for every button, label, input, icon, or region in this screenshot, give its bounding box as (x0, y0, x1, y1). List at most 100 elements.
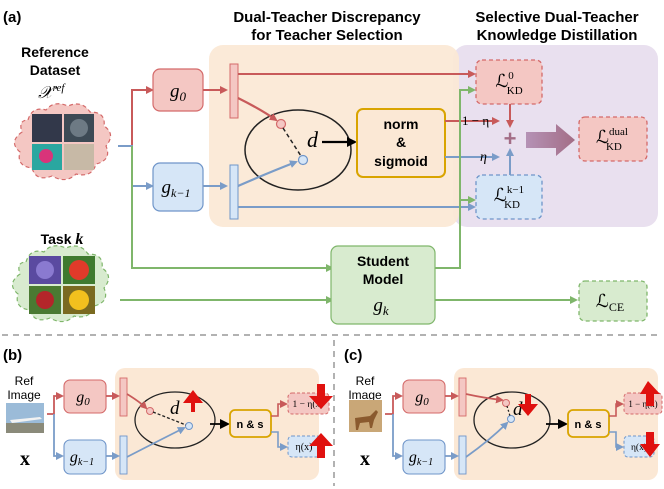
panel-b-to-gk1-arrow (53, 414, 64, 460)
lkdk-box (475, 174, 543, 220)
panel-b-ns-box (229, 409, 272, 438)
panel-c-d-down-arrow (518, 394, 538, 416)
panel-b-x: x (20, 448, 30, 470)
feature-space-ellipse (244, 109, 352, 191)
g0-to-point-arrow (237, 97, 278, 122)
panel-b-g0-label: g0 (76, 389, 90, 408)
panel-b: (b) Ref Image x g0 gk−1 d n & s 1 − η(x (3, 347, 330, 480)
panel-b-label: (b) (3, 347, 22, 364)
panel-b-out-top-label: 1 − η(x) (293, 399, 324, 410)
panel-c-out-bottom-label: η(x) (631, 442, 647, 453)
ref-to-student-arrow (131, 146, 334, 272)
task-thumb-4-bloom (69, 290, 89, 310)
panel-c-ns-box (567, 409, 610, 438)
reference-label-line1: Reference (21, 44, 89, 60)
panel-c-ellipse (473, 391, 551, 449)
norm-sigmoid-line2: & (396, 134, 406, 150)
panel-c: (c) Ref Image x g0 gk−1 d n & s 1 − η(x) (344, 347, 663, 480)
panel-b-gk1-point-arrow (126, 427, 186, 458)
panel-c-g0-feature (458, 377, 467, 417)
panel-a-label: (a) (3, 9, 21, 26)
student-g-label: gk (373, 295, 389, 318)
student-label-line2: Model (363, 271, 403, 287)
panel-c-gk1-point (507, 415, 515, 423)
panel-b-out-top-down-arrow (309, 384, 333, 409)
reference-thumb-shirt (32, 114, 62, 142)
norm-sigmoid-box (356, 108, 446, 178)
panel-c-out-top-up-arrow (640, 381, 660, 406)
one-minus-eta-label: 1 − η (462, 113, 489, 128)
panel-c-out-bottom-down-arrow (640, 432, 660, 457)
lkd0-box (475, 59, 543, 105)
panel-c-ref-line2: Image (348, 388, 382, 402)
teacher-gk1-label: gk−1 (162, 177, 191, 200)
reference-thumb-room (64, 144, 94, 170)
panel-b-ellipse (134, 391, 216, 449)
norm-sigmoid-line1: norm (384, 116, 419, 132)
panel-c-x: x (360, 448, 370, 470)
panel-b-ns-label: n & s (237, 419, 264, 431)
panel-c-to-g0-arrow (385, 392, 403, 415)
panel-c-ns-label: n & s (575, 419, 602, 431)
panel-c-discrepancy-line (506, 405, 511, 417)
plus-sign: + (504, 126, 517, 151)
panel-c-gk1-label: gk−1 (409, 449, 433, 468)
panel-b-out-bottom-up-arrow (309, 433, 333, 458)
task-thumb-1-bloom (36, 261, 54, 279)
orange-region (209, 45, 459, 227)
panel-c-ref-line1: Ref (356, 374, 375, 388)
panel-b-discrepancy-line (152, 411, 187, 426)
region1-title-line1: Dual-Teacher Discrepancy (233, 9, 421, 26)
panel-b-g0-point (146, 407, 154, 415)
panel-b-ref-line1: Ref (15, 374, 34, 388)
panel-b-g0-feature (119, 377, 128, 417)
panel-c-to-gk1-arrow (392, 414, 403, 460)
flower-bloom (39, 149, 53, 163)
panel-b-d-up-arrow (183, 390, 203, 412)
teacher-gk1-point (297, 154, 309, 166)
panel-b-ns-to-bottom-arrow (271, 431, 288, 451)
panel-c-out-top-label: 1 − η(x) (628, 399, 657, 409)
panel-b-gk1-box (63, 439, 107, 475)
region1-title-line2: for Teacher Selection (251, 27, 402, 44)
panel-c-antelope (355, 410, 378, 430)
region2-title-line2: Knowledge Distillation (477, 27, 638, 44)
panel-c-d: d (513, 399, 523, 420)
panel-b-out-bottom-label: η(x) (296, 442, 313, 453)
task-label: Task k (41, 231, 84, 248)
panel-c-ns-to-top-arrow (609, 400, 624, 417)
eta-label: η (480, 150, 487, 165)
panel-b-ns-to-top-arrow (271, 400, 288, 417)
teacher-g0-label: g0 (170, 81, 187, 104)
panel-b-g0-point-arrow (126, 393, 148, 410)
region2-title-line1: Selective Dual-Teacher (475, 9, 638, 26)
student-label-line1: Student (357, 253, 409, 269)
combine-arrow (526, 124, 575, 156)
norm-sigmoid-line3: sigmoid (374, 153, 428, 169)
panel-c-gk1-point-arrow (465, 421, 509, 458)
panel-c-gk1-feature (458, 435, 467, 475)
lce-label: ℒCE (596, 291, 624, 314)
task-thumb-2-bloom (69, 260, 89, 280)
student-to-lkd0-arrow (435, 86, 476, 269)
panel-c-g0-label: g0 (415, 389, 429, 408)
panel-b-gk1-label: gk−1 (70, 449, 94, 468)
discrepancy-d: d (307, 127, 319, 152)
lce-box (578, 280, 648, 322)
reference-label-line2: Dataset (30, 62, 81, 78)
student-box (330, 245, 436, 325)
ref-to-g0-arrow (118, 86, 154, 147)
discrepancy-line (282, 127, 302, 157)
panel-b-gk1-feature (119, 435, 128, 475)
panel-c-ns-to-bottom-arrow (609, 431, 624, 451)
gk1-to-point-arrow (237, 160, 298, 188)
dashboard-dial (70, 119, 88, 137)
panel-c-g0-point-arrow (465, 393, 504, 404)
panel-b-gk1-point (185, 422, 193, 430)
panel-c-g0-point (502, 399, 510, 407)
ref-to-gk1-arrow (118, 145, 154, 190)
